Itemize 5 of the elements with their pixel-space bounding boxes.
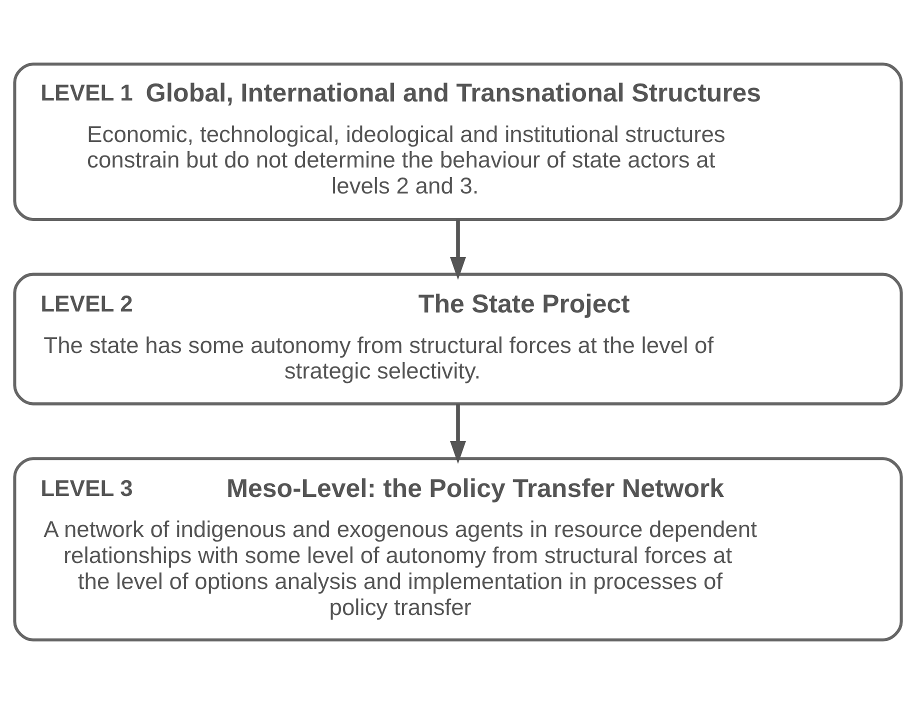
node-box: LEVEL 3 Meso-Level: the Policy Transfer Network A network of indigenous and exogenous agents in resource dependent relationships with some level of autonomy from structural forces at the level of options analysis and implementation in processes of policy transfer	[13, 456, 903, 641]
node-box: LEVEL 1 Global, International and Transnational Structures Economic, technological, ideological and institutional structures constrain but do not determine the behaviour of state actors at levels 2 and 3.	[13, 62, 903, 220]
node-box: LEVEL 2 The State Project The state has some autonomy from structural forces at the level of strategic selectivity.	[13, 272, 903, 405]
arrow	[450, 403, 466, 464]
arrow	[450, 219, 466, 280]
